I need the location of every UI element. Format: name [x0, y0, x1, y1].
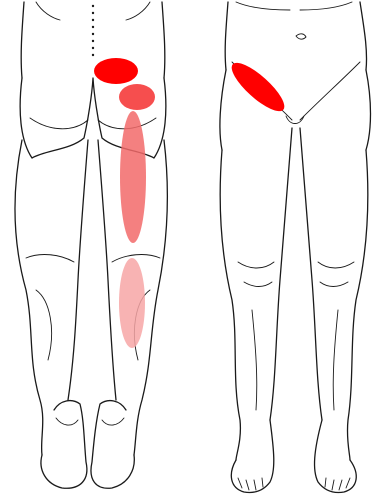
posterior-knee-lines — [26, 255, 160, 262]
posterior-right-foot — [91, 401, 134, 489]
navel — [296, 34, 306, 39]
pain-zone-groin-inguinal — [225, 56, 290, 118]
spine — [92, 5, 94, 56]
pain-zone-buttock-lower — [119, 84, 155, 110]
posterior-left-foot — [41, 401, 87, 489]
posterior-upper-back-lines — [36, 2, 150, 20]
waist-lines — [236, 2, 352, 10]
anterior-pain-zones — [225, 56, 290, 118]
pain-zone-posterior-thigh — [120, 111, 146, 243]
pain-zone-calf — [119, 258, 145, 348]
anterior-knee-lines — [238, 262, 354, 287]
anterior-toe-lines — [238, 478, 350, 490]
posterior-body-view — [15, 2, 167, 488]
anterior-shin-lines — [252, 310, 338, 410]
pain-zone-buttock-upper — [94, 58, 138, 84]
posterior-left-leg — [15, 140, 88, 455]
anterior-left-foot — [231, 420, 273, 493]
posterior-heel-lines — [56, 418, 124, 425]
anterior-body-view — [220, 2, 371, 493]
